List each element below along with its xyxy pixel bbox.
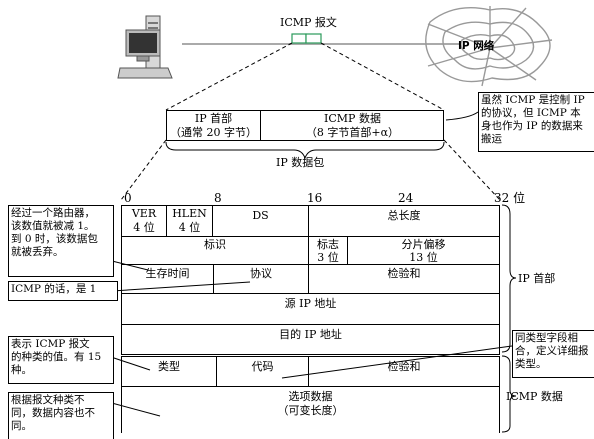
field-ttl-label: 生存时间: [145, 267, 190, 280]
field-ver-label: VER: [131, 207, 157, 220]
callout-line: 的种类的值。有 15: [11, 351, 102, 363]
field-icmp-checksum-label: 检验和: [387, 360, 421, 373]
callout-line: 合，定义详细报: [515, 345, 589, 357]
field-icmp-type-label: 类型: [158, 360, 180, 373]
callout-line: 就被丢弃。: [11, 246, 64, 258]
callout-line: 该数值就被减 1。: [11, 220, 95, 232]
field-options-data: [121, 386, 500, 433]
callout-line: 经过一个路由器，: [11, 207, 95, 219]
field-header-checksum-label: 检验和: [387, 267, 421, 280]
icmp-data-note: （8 字节首部+α）: [305, 126, 400, 139]
callout-icmp-carried-by-ip: 虽然 ICMP 是控制 IP 的协议，但 ICMP 本 身也作为 IP 的数据来…: [478, 92, 594, 152]
callout-ttl: 经过一个路由器， 该数值就被减 1。 到 0 时，该数据包 就被丢弃。: [8, 205, 114, 277]
callout-line: 种。: [11, 364, 32, 376]
network-web-icon: [425, 6, 553, 87]
network-label: IP 网络: [458, 40, 495, 52]
callout-line: 表示 ICMP 报文: [11, 338, 90, 350]
field-destination-ip: [121, 324, 500, 355]
field-ds-label: DS: [252, 209, 269, 222]
bit-tick-16: 16: [307, 191, 323, 205]
bit-tick-24: 24: [398, 191, 414, 205]
bit-tick-0: 0: [124, 191, 132, 205]
field-options-data-note: （可变长度）: [277, 404, 344, 417]
icmp-data-bracket-label: ICMP 数据: [506, 390, 563, 403]
callout-type: 表示 ICMP 报文 的种类的值。有 15 种。: [8, 336, 114, 384]
field-ver-size: 4 位: [133, 221, 155, 234]
icmp-data-brace: [501, 355, 517, 433]
field-total-length-label: 总长度: [387, 209, 421, 222]
callout-line: 搬运: [481, 133, 502, 145]
callout-line: 同，数据内容也不: [11, 407, 95, 419]
callout-line: 身也作为 IP 的数据来: [481, 120, 583, 132]
callout-options-data: 根据报文种类不 同，数据内容也不 同。: [8, 392, 114, 439]
ip-header-note: （通常 20 字节）: [170, 126, 257, 139]
callout-line: 类型。: [515, 358, 547, 370]
callout-line: 虽然 ICMP 是控制 IP: [481, 94, 585, 106]
callout-protocol: ICMP 的话，是 1: [8, 281, 118, 301]
field-hlen-size: 4 位: [178, 221, 201, 234]
field-destination-ip-label: 目的 IP 地址: [279, 328, 342, 341]
icmp-message-title: ICMP 报文: [280, 16, 337, 29]
field-options-data-label: 选项数据: [288, 390, 333, 403]
field-flags-label: 标志: [317, 238, 339, 251]
field-flags-size: 3 位: [317, 251, 339, 264]
ip-header-bracket-label: IP 首部: [518, 272, 556, 285]
icmp-data-label: ICMP 数据: [324, 112, 381, 125]
callout-line: 同。: [11, 420, 32, 432]
field-protocol-label: 协议: [250, 267, 272, 280]
ip-header-segment: [166, 110, 261, 141]
callout-line: 到 0 时，该数据包: [11, 233, 98, 245]
callout-line: 同类型字段相: [515, 332, 578, 344]
bit-tick-8: 8: [214, 191, 222, 205]
callout-line: 根据报文种类不: [11, 394, 85, 406]
ip-header-label: IP 首部: [194, 112, 233, 125]
field-fragment-offset-size: 13 位: [409, 251, 438, 264]
field-identification-label: 标识: [204, 238, 226, 251]
computer-icon: [117, 15, 173, 79]
field-source-ip-label: 源 IP 地址: [284, 297, 337, 310]
callout-line: 的协议，但 ICMP 本: [481, 107, 581, 119]
callout-code: 同类型字段相 合，定义详细报 类型。: [512, 330, 594, 378]
field-hlen-label: HLEN: [172, 207, 207, 220]
callout-line: ICMP 的话，是 1: [11, 283, 97, 295]
field-fragment-offset-label: 分片偏移: [401, 238, 446, 251]
field-icmp-code-label: 代码: [251, 360, 274, 373]
ip-header-brace: [501, 204, 517, 353]
packet-icon: [291, 33, 307, 44]
ip-datagram-caption: IP 数据包: [276, 156, 325, 169]
bit-tick-32: 32 位: [494, 191, 526, 205]
